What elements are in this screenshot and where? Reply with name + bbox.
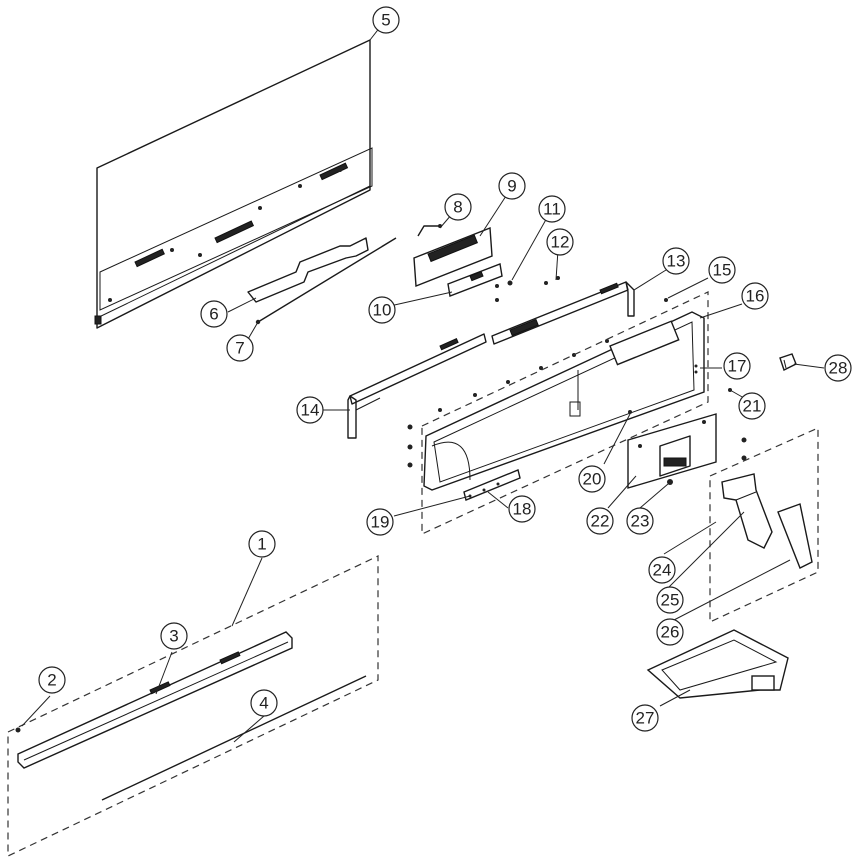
callout-27: 27 xyxy=(631,704,659,732)
callout-19: 19 xyxy=(366,508,394,536)
svg-text:10: 10 xyxy=(373,301,392,320)
svg-text:27: 27 xyxy=(636,709,655,728)
part-screws-middle xyxy=(407,339,747,468)
callout-22: 22 xyxy=(586,507,614,535)
callout-16: 16 xyxy=(741,282,769,310)
part-hinge-screw xyxy=(667,479,673,485)
part-connector xyxy=(417,224,442,237)
callout-21: 21 xyxy=(738,392,766,420)
svg-text:18: 18 xyxy=(513,500,532,519)
part-main-board xyxy=(413,226,493,288)
part-left-bracket xyxy=(347,333,487,439)
svg-text:5: 5 xyxy=(381,11,390,30)
svg-text:11: 11 xyxy=(543,200,561,219)
callout-28: 28 xyxy=(824,354,852,382)
callout-4: 4 xyxy=(250,689,278,717)
callout-13: 13 xyxy=(662,247,690,275)
callout-26: 26 xyxy=(656,618,684,646)
part-hinge-bracket xyxy=(627,413,717,489)
part-screws-upper xyxy=(495,276,668,302)
callout-5: 5 xyxy=(372,6,400,34)
part-right-bracket xyxy=(491,281,635,345)
svg-text:2: 2 xyxy=(47,671,56,690)
callout-7: 7 xyxy=(226,334,254,362)
callout-20: 20 xyxy=(578,465,606,493)
svg-text:23: 23 xyxy=(631,512,650,531)
svg-text:25: 25 xyxy=(661,591,680,610)
svg-text:17: 17 xyxy=(728,357,747,376)
svg-text:7: 7 xyxy=(235,339,244,358)
callout-18: 18 xyxy=(508,495,536,523)
part-cover-screw xyxy=(628,410,632,414)
part-back-cover xyxy=(423,311,705,491)
svg-text:24: 24 xyxy=(653,561,672,580)
callout-12: 12 xyxy=(546,228,574,256)
svg-text:21: 21 xyxy=(743,397,762,416)
svg-text:22: 22 xyxy=(591,512,610,531)
svg-text:16: 16 xyxy=(746,287,765,306)
callout-11: 11 xyxy=(538,195,566,223)
callout-24: 24 xyxy=(648,556,676,584)
part-strip xyxy=(101,675,367,801)
callout-17: 17 xyxy=(723,352,751,380)
group-box-back-cover xyxy=(421,291,709,535)
svg-text:12: 12 xyxy=(551,233,570,252)
svg-text:15: 15 xyxy=(713,261,732,280)
svg-text:14: 14 xyxy=(301,401,320,420)
callout-15: 15 xyxy=(708,256,736,284)
svg-text:9: 9 xyxy=(507,177,516,196)
svg-text:3: 3 xyxy=(169,627,178,646)
part-stand-neck xyxy=(721,473,773,549)
svg-text:19: 19 xyxy=(371,513,390,532)
part-lcd-panel xyxy=(94,39,373,329)
part-flat-cable xyxy=(247,237,369,303)
part-buttons xyxy=(694,364,698,374)
svg-text:13: 13 xyxy=(667,252,686,271)
callout-6: 6 xyxy=(200,300,228,328)
svg-text:28: 28 xyxy=(829,359,848,378)
callout-23: 23 xyxy=(626,507,654,535)
svg-text:4: 4 xyxy=(259,694,268,713)
callout-14: 14 xyxy=(296,396,324,424)
callout-1: 1 xyxy=(248,530,276,558)
part-stand-base xyxy=(646,629,789,699)
svg-text:26: 26 xyxy=(661,623,680,642)
part-neck-cover xyxy=(777,503,813,569)
svg-text:1: 1 xyxy=(257,535,266,554)
part-bottom-bezel xyxy=(17,631,293,769)
callout-10: 10 xyxy=(368,296,396,324)
group-box-front-bezel xyxy=(7,555,379,857)
svg-text:6: 6 xyxy=(209,305,218,324)
part-key-board xyxy=(447,263,503,297)
callout-25: 25 xyxy=(656,586,684,614)
svg-text:8: 8 xyxy=(453,198,462,217)
callout-2: 2 xyxy=(38,666,66,694)
callout-8: 8 xyxy=(444,193,472,221)
callout-9: 9 xyxy=(498,172,526,200)
part-bezel-screw xyxy=(15,727,21,733)
callout-3: 3 xyxy=(160,622,188,650)
part-cap xyxy=(779,353,797,371)
svg-text:20: 20 xyxy=(583,470,602,489)
group-box-stand-neck xyxy=(709,427,819,623)
